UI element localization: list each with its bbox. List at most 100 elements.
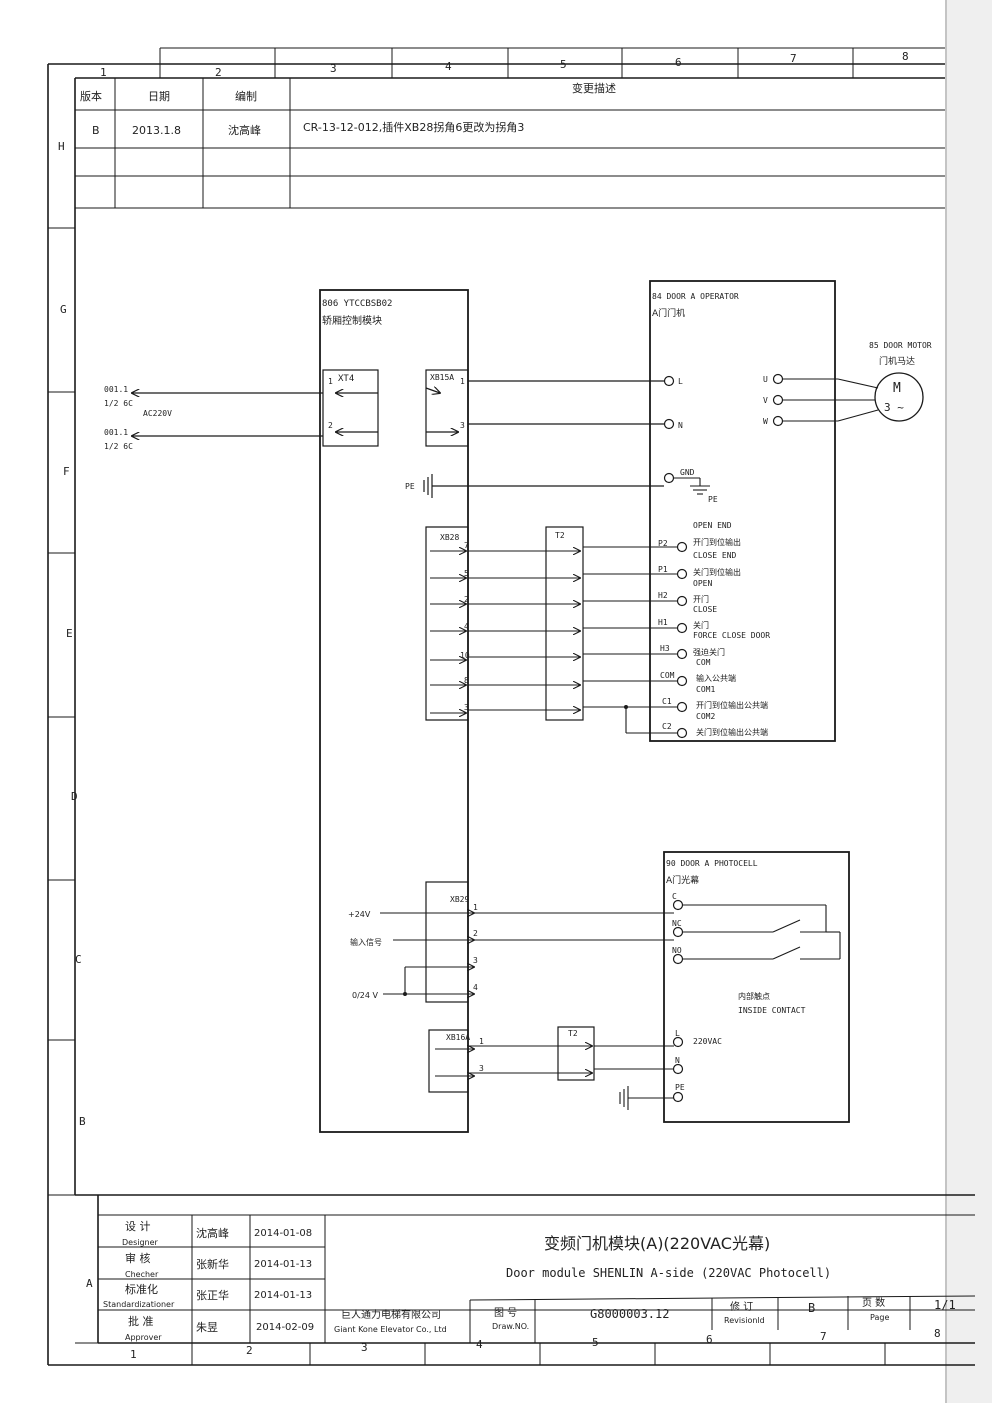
row-c: C (75, 953, 82, 966)
approver-cn: 批 准 (128, 1314, 154, 1328)
rev-cn: 修 订 (730, 1300, 753, 1313)
xb29-wiring (380, 913, 674, 994)
term-h2: H2 (658, 591, 668, 600)
label-com2-cn: 关门到位输出公共端 (696, 727, 768, 737)
label-close-end: CLOSE END (693, 551, 737, 560)
std-en: Standardizationer (103, 1300, 175, 1309)
rev-header-desc: 变更描述 (572, 81, 616, 95)
xb16a-pin-3: 3 (479, 1064, 484, 1073)
term-u: U (763, 375, 768, 384)
term-pe: PE (708, 495, 718, 504)
term-w: W (763, 417, 768, 426)
operator-gnd (673, 477, 710, 495)
title-block: 设 计 Designer 沈高峰 2014-01-08 审 核 Checher … (103, 1220, 956, 1342)
photocell-labels: C NC NO L N PE 220VAC 内部触点 INSIDE CONTAC… (672, 892, 806, 1092)
xb16a-connector (428, 1029, 469, 1093)
label-open: OPEN (693, 579, 712, 588)
top-column-ruler (159, 47, 945, 78)
car-control-module-box (319, 289, 469, 1133)
revision-table: 版本 日期 编制 变更描述 B 2013.1.8 沈高峰 CR-13-12-01… (80, 81, 616, 137)
drawing-title-en: Door module SHENLIN A-side (220VAC Photo… (506, 1266, 831, 1280)
term-n: N (678, 421, 683, 430)
xt4-label: XT4 (338, 374, 354, 384)
title-block-grid (75, 1214, 976, 1365)
motor-phase: 3 ~ (884, 401, 904, 414)
term-h3: H3 (660, 644, 670, 653)
col-top-5: 5 (560, 58, 567, 71)
col-bottom-6: 6 (706, 1333, 713, 1346)
ctrl-title-1: 806 YTCCBSB02 (322, 299, 392, 309)
xb28-pins: 7 5 2 4 10 8 3 (460, 541, 470, 712)
col-bottom-8: 8 (934, 1327, 941, 1340)
operator-title-1: 84 DOOR A OPERATOR (652, 292, 739, 301)
label-com1: COM1 (696, 685, 715, 694)
xb15a-connector (425, 369, 469, 447)
col-bottom-1: 1 (130, 1348, 137, 1361)
drawno-en: Draw.NO. (492, 1322, 529, 1331)
label-com1-cn: 开门到位输出公共端 (696, 700, 768, 710)
t2-terminal-photocell (557, 1026, 595, 1081)
photocell-title-2: A门光幕 (666, 874, 699, 886)
approver-en: Approver (125, 1333, 162, 1342)
motor-symbol: M (893, 381, 901, 396)
std-name: 张正华 (196, 1288, 229, 1302)
photocell-box (663, 851, 850, 1123)
approver-name: 朱昱 (196, 1321, 218, 1334)
scan-edge (945, 0, 992, 1403)
rev-desc: CR-13-12-012,插件XB28拐角6更改为拐角3 (303, 120, 524, 134)
top-column-labels: 1 2 3 4 5 6 7 8 (100, 50, 909, 79)
xb28-pin: 5 (464, 569, 469, 578)
col-top-2: 2 (215, 66, 222, 79)
motor-wiring (782, 378, 879, 422)
row-a: A (86, 1277, 93, 1290)
col-bottom-2: 2 (246, 1344, 253, 1357)
label-com: COM (696, 658, 711, 667)
photocell-title-1: 90 DOOR A PHOTOCELL (666, 859, 758, 868)
junction-dot (403, 992, 407, 996)
xb28-pin: 4 (464, 622, 469, 631)
xb28-label: XB28 (440, 533, 459, 542)
col-top-6: 6 (675, 56, 682, 69)
power-wiring (132, 380, 664, 436)
drawing-title-cn: 变频门机模块(A)(220VAC光幕) (544, 1234, 770, 1253)
row-f: F (63, 465, 70, 478)
term-l: L (678, 377, 683, 386)
photocell-terminals (672, 899, 684, 1103)
col-bottom-7: 7 (820, 1330, 827, 1343)
v024-label: 0/24 V (352, 991, 379, 1000)
term-gnd: GND (680, 468, 695, 477)
term-h1: H1 (658, 618, 668, 627)
operator-labels: L N GND PE U V W P2 P1 H2 H1 H3 COM C1 C… (658, 375, 770, 737)
col-top-7: 7 (790, 52, 797, 65)
col-top-3: 3 (330, 62, 337, 75)
row-labels: H G F E D C B A (58, 140, 93, 1290)
xb29-pins: 1 2 3 4 (473, 903, 478, 992)
drawno-cn: 图 号 (494, 1307, 517, 1319)
pc-term-c: C (672, 892, 677, 901)
photocell-contacts (682, 904, 841, 960)
label-com-cn: 输入公共端 (696, 673, 736, 683)
row-ruler (48, 227, 75, 1196)
xb28-pin: 7 (464, 541, 469, 550)
ctrl-title-2: 轿厢控制模块 (322, 314, 382, 327)
rev-en: Revisionld (724, 1316, 765, 1325)
designer-cn: 设 计 (125, 1220, 151, 1233)
col-top-8: 8 (902, 50, 909, 63)
col-top-1: 1 (100, 66, 107, 79)
term-p1: P1 (658, 565, 668, 574)
ext-ref1-a: 001.1 (104, 385, 128, 394)
label-open-end: OPEN END (693, 521, 732, 530)
term-c1: C1 (662, 697, 672, 706)
pc-term-n: N (675, 1056, 680, 1065)
std-cn: 标准化 (125, 1282, 158, 1296)
label-open-end-cn: 开门到位输出 (693, 537, 741, 547)
xt4-pin-2: 2 (328, 421, 333, 430)
xt4-connector (322, 369, 379, 447)
ac220v-label: AC220V (143, 409, 172, 418)
label-open-cn: 开门 (693, 594, 709, 604)
photocell-input-labels: +24V 输入信号 0/24 V (348, 910, 382, 1000)
rev-author: 沈高峰 (228, 123, 261, 137)
col-bottom-5: 5 (592, 1336, 599, 1349)
xb28-pin: 8 (464, 676, 469, 685)
pc-220vac: 220VAC (693, 1037, 722, 1046)
